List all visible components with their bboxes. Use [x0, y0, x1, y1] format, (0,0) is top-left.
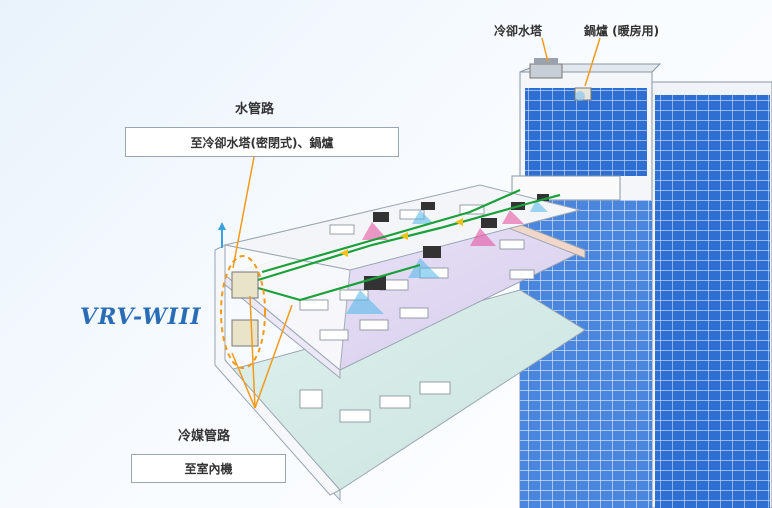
refrigerant-pipe-title: 冷媒管路	[178, 425, 230, 444]
water-pipe-title: 水管路	[235, 98, 274, 117]
office-tower	[512, 58, 772, 508]
tower-glass-upper	[525, 88, 647, 176]
boiler-label: 鍋爐 (暖房用)	[584, 22, 659, 39]
tower-glass-right	[655, 95, 770, 508]
water-pipe-box: 至冷卻水塔(密閉式)、鍋爐	[125, 127, 399, 157]
refrigerant-pipe-box: 至室內機	[131, 454, 286, 483]
cooling-tower-unit	[530, 64, 562, 78]
cooling-tower-label: 冷卻水塔	[494, 22, 542, 39]
vrv-logo: VRV-WIII	[80, 304, 202, 330]
